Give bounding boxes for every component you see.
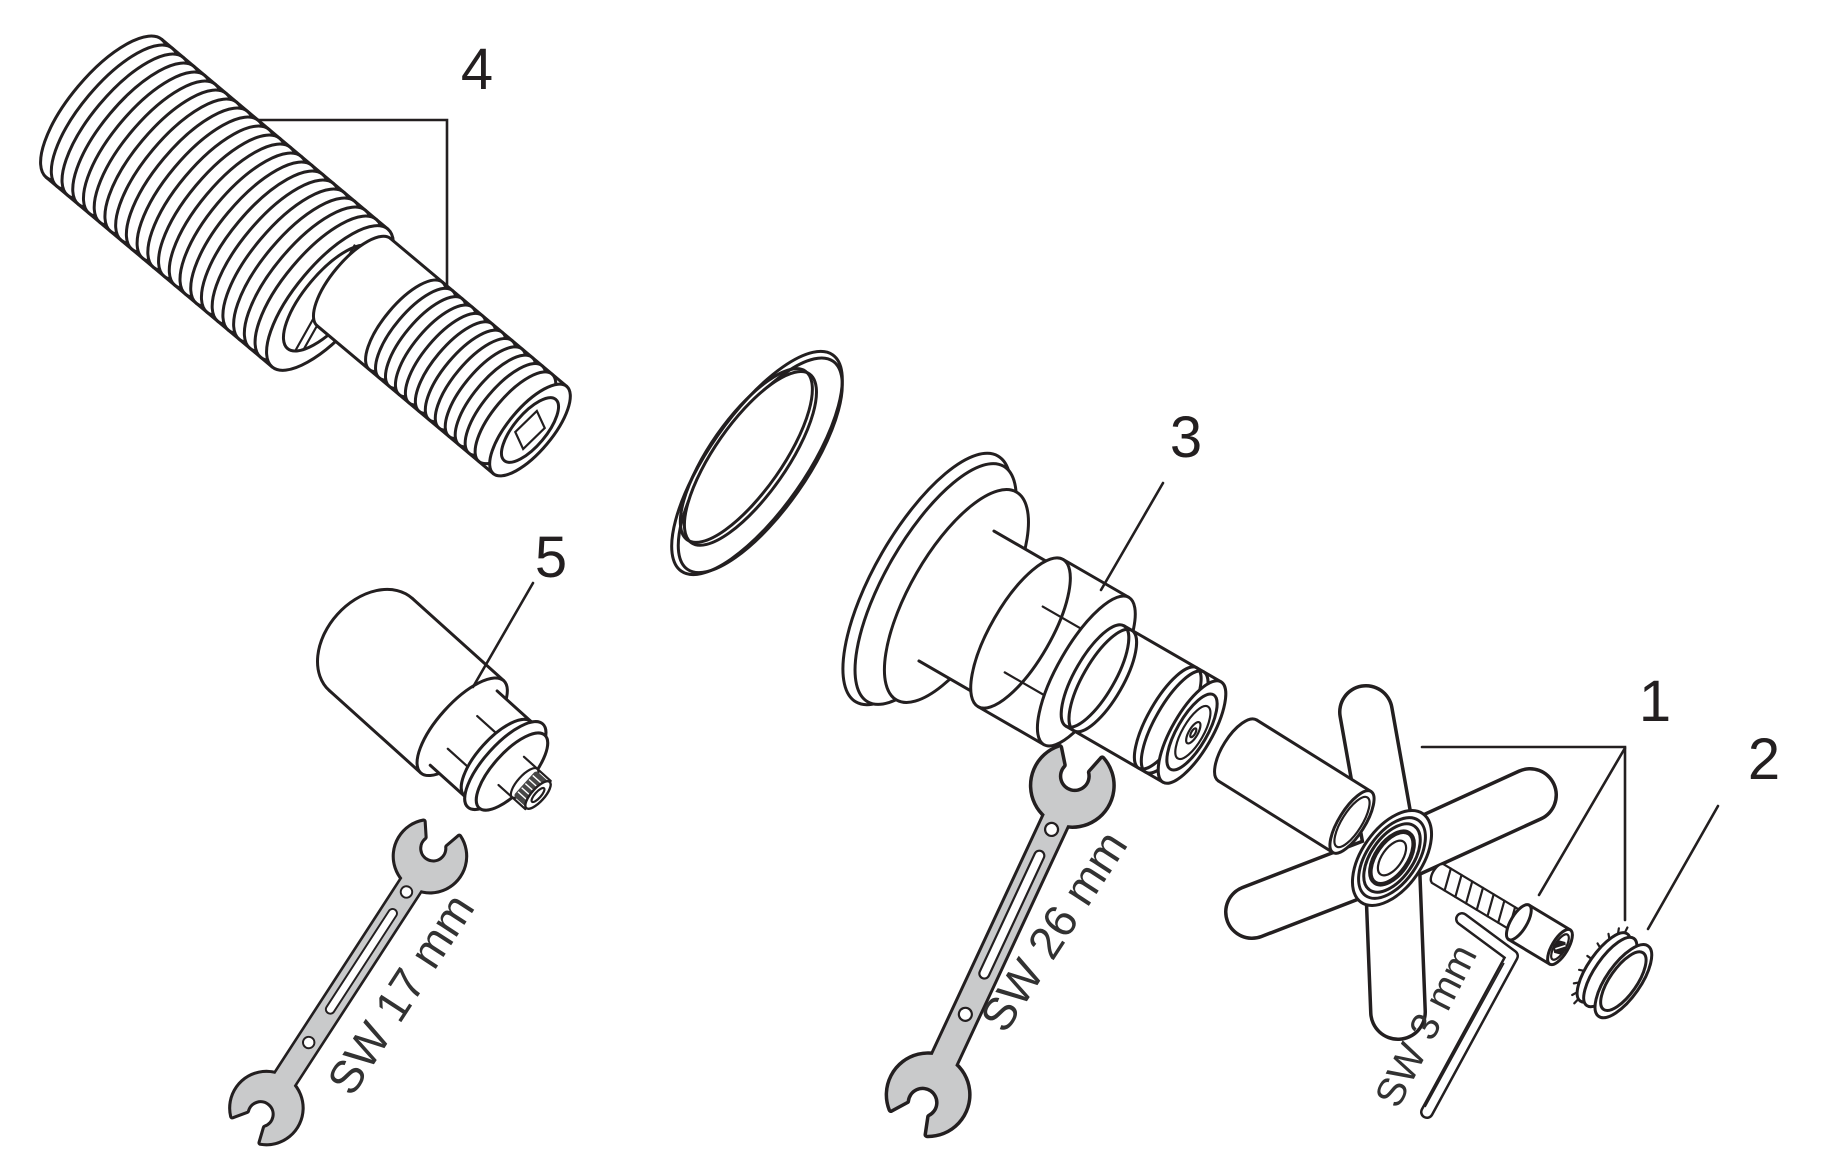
square-drive-hole bbox=[513, 409, 547, 451]
part-label-5: 5 bbox=[535, 525, 567, 590]
part-label-1: 1 bbox=[1639, 669, 1671, 734]
knurl-ticks bbox=[1571, 926, 1629, 1005]
open-end-wrench-26: SW 26 mm bbox=[870, 730, 1137, 1150]
leader-line-4 bbox=[256, 118, 449, 289]
part-label-4: 4 bbox=[461, 37, 493, 102]
part-label-3: 3 bbox=[1170, 405, 1202, 470]
part5-cartridge bbox=[316, 587, 552, 812]
part2-cap bbox=[1571, 926, 1654, 1020]
open-end-wrench-17: SW 17 mm bbox=[214, 805, 484, 1160]
handle-adapter-sleeve bbox=[1213, 717, 1376, 855]
handle-hub bbox=[1350, 809, 1434, 907]
part-label-2: 2 bbox=[1748, 727, 1780, 792]
leader-line-3 bbox=[1099, 481, 1165, 592]
leader-line-2 bbox=[1646, 804, 1720, 931]
leader-line-5 bbox=[471, 581, 535, 689]
handle-screw bbox=[1429, 862, 1574, 967]
spindle-hole bbox=[1185, 721, 1202, 745]
seal-ring bbox=[670, 349, 844, 577]
part3-valve-body bbox=[841, 451, 1228, 785]
leader-line-1-screw bbox=[1537, 746, 1627, 897]
part4-threaded-extension-short bbox=[311, 234, 572, 478]
part1-cross-handle bbox=[1224, 684, 1558, 1041]
